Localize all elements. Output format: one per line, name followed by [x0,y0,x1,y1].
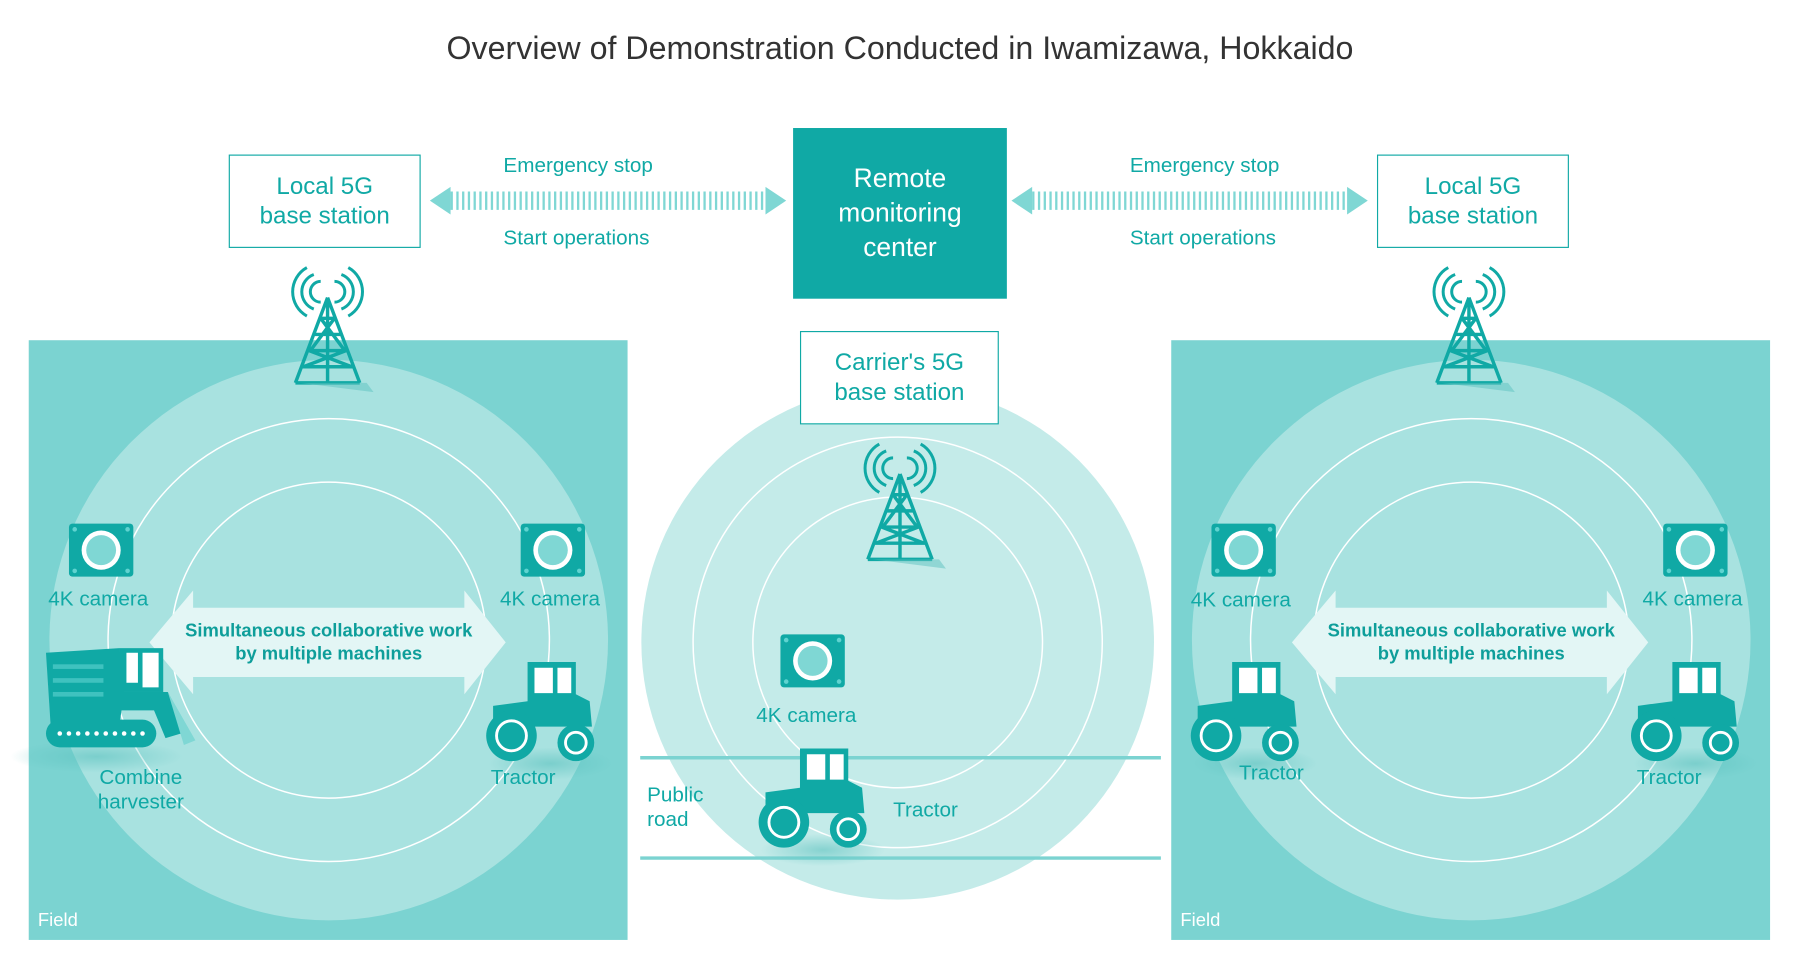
carrier-5g-station-box: Carrier's 5G base station [799,330,999,425]
carrier-5g-station-label: Carrier's 5G base station [834,349,965,406]
left-field-collab-label: Simultaneous collaborative work by multi… [185,621,473,665]
right-link-arrow [1011,186,1368,215]
left-collab-arrow [149,590,506,695]
right-field-camera-left-label: 4K camera [1190,588,1291,612]
left-link-arrow [429,186,787,215]
left-local-5g-station-box: Local 5G base station [228,154,421,248]
right-collab-arrow [1291,590,1649,695]
remote-monitoring-center: Remote monitoring center [793,128,1007,299]
public-road-label: Public road [647,783,704,831]
center-camera-icon [780,634,845,688]
right-local-5g-station-box: Local 5G base station [1376,154,1569,248]
left-field-label: Field [37,911,78,931]
right-link-start-operations: Start operations [1129,226,1276,250]
right-field-collab-label: Simultaneous collaborative work by multi… [1327,621,1615,665]
right-field-camera-left-icon [1211,523,1276,577]
left-field-camera-right-label: 4K camera [499,587,601,611]
right-field-tractor-left-label: Tractor [1239,761,1304,785]
right-field-label: Field [1180,911,1221,931]
right-field-camera-right-icon [1663,523,1728,577]
left-field-tractor-label: Tractor [490,765,556,789]
left-field-camera-right-icon [520,523,586,577]
right-local-5g-station-label: Local 5G base station [1407,173,1539,229]
left-local-5g-station-label: Local 5G base station [259,173,390,229]
left-link-emergency-stop: Emergency stop [503,153,653,177]
remote-monitoring-center-label: Remote monitoring center [838,162,962,262]
center-camera-label: 4K camera [756,703,857,727]
right-field-camera-right-label: 4K camera [1642,587,1743,611]
right-field-tractor-right-label: Tractor [1636,765,1702,789]
diagram-title: Overview of Demonstration Conducted in I… [446,29,1354,66]
road-tractor-label: Tractor [893,798,958,822]
center-coverage-circles [641,385,1154,900]
left-link-start-operations: Start operations [503,226,650,250]
right-link-emergency-stop: Emergency stop [1129,153,1280,177]
left-field-camera-left-label: 4K camera [48,587,149,611]
combine-harvester-label: Combine harvester [97,765,184,813]
left-field-camera-left-icon [68,523,134,577]
